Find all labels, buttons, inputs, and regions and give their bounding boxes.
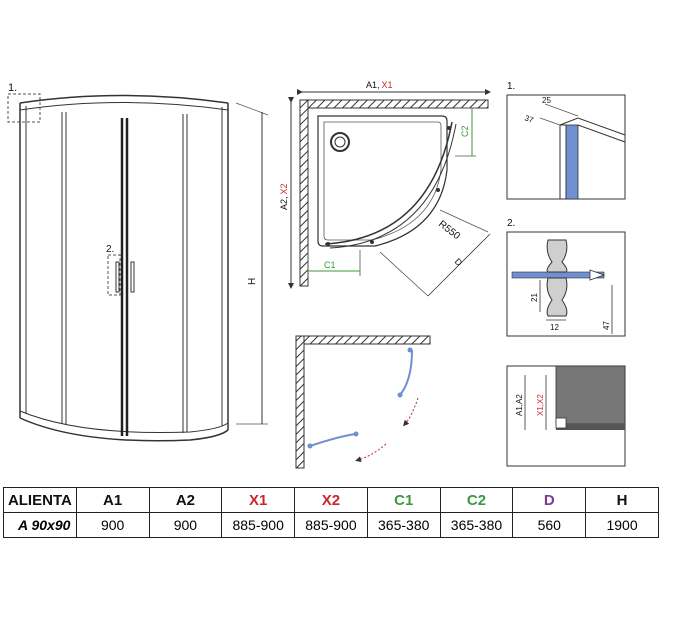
dim-c2-label: C2 <box>460 125 470 137</box>
opening-view <box>295 335 431 469</box>
spec-table-header: ALIENTA A1 A2 X1 X2 C1 C2 D H <box>3 487 659 513</box>
header-cell: A2 <box>148 487 223 513</box>
table-cell: 885-900 <box>221 512 296 538</box>
detail2-marker: 2. <box>106 244 114 255</box>
model-cell: A 90x90 <box>3 512 77 538</box>
table-cell: 365-380 <box>366 512 441 538</box>
detail3-x-label: X1,X2 <box>536 394 545 416</box>
detail1-title: 1. <box>507 81 515 92</box>
detail3-a-label: A1,A2 <box>515 394 524 416</box>
door-handle-right <box>130 261 135 293</box>
table-cell: 1900 <box>585 512 659 538</box>
spec-table: ALIENTA A1 A2 X1 X2 C1 C2 D H A 90x90 90… <box>3 487 659 538</box>
header-cell: H <box>585 487 659 513</box>
detail2-title: 2. <box>507 218 515 229</box>
door-handle-left <box>115 261 120 293</box>
height-label: H <box>247 278 258 285</box>
table-cell: 885-900 <box>294 512 368 538</box>
header-cell: A1 <box>75 487 150 513</box>
dim-radius-label: R550 <box>436 219 462 243</box>
detail1-dim-25: 25 <box>542 96 551 105</box>
detail-2: 2. 21 12 47 <box>506 218 626 337</box>
front-view: 1. 2. H <box>7 82 269 442</box>
dim-a1-label: A1,X1 <box>366 80 393 90</box>
detail2-callout-box <box>107 254 121 296</box>
table-cell: 900 <box>75 512 150 538</box>
detail2-dim-47: 47 <box>602 321 611 330</box>
detail-1: 1. 37 25 <box>506 81 626 200</box>
table-row: A 90x90 900 900 885-900 885-900 365-380 … <box>3 512 659 538</box>
header-cell: X2 <box>294 487 368 513</box>
detail1-callout-box <box>7 93 41 123</box>
plan-view: A1,X1 A2,X2 C2 C1 R550 D <box>279 80 491 297</box>
header-cell: D <box>512 487 587 513</box>
detail-3: A1,A2 X1,X2 <box>506 365 626 467</box>
header-cell: X1 <box>221 487 296 513</box>
dim-c1-label: C1 <box>324 260 336 270</box>
dim-a2-label: A2,X2 <box>279 183 289 210</box>
header-cell: C2 <box>439 487 514 513</box>
table-cell: 365-380 <box>439 512 514 538</box>
header-cell: ALIENTA <box>3 487 77 513</box>
header-cell: C1 <box>366 487 441 513</box>
technical-drawing: 1. 2. H <box>7 80 626 469</box>
dim-d-label: D <box>453 256 465 268</box>
detail2-dim-21: 21 <box>530 293 539 302</box>
detail1-dim-37: 37 <box>523 113 535 125</box>
table-cell: 900 <box>148 512 223 538</box>
table-cell: 560 <box>512 512 587 538</box>
detail2-dim-12: 12 <box>550 323 559 332</box>
detail1-marker: 1. <box>8 82 17 94</box>
